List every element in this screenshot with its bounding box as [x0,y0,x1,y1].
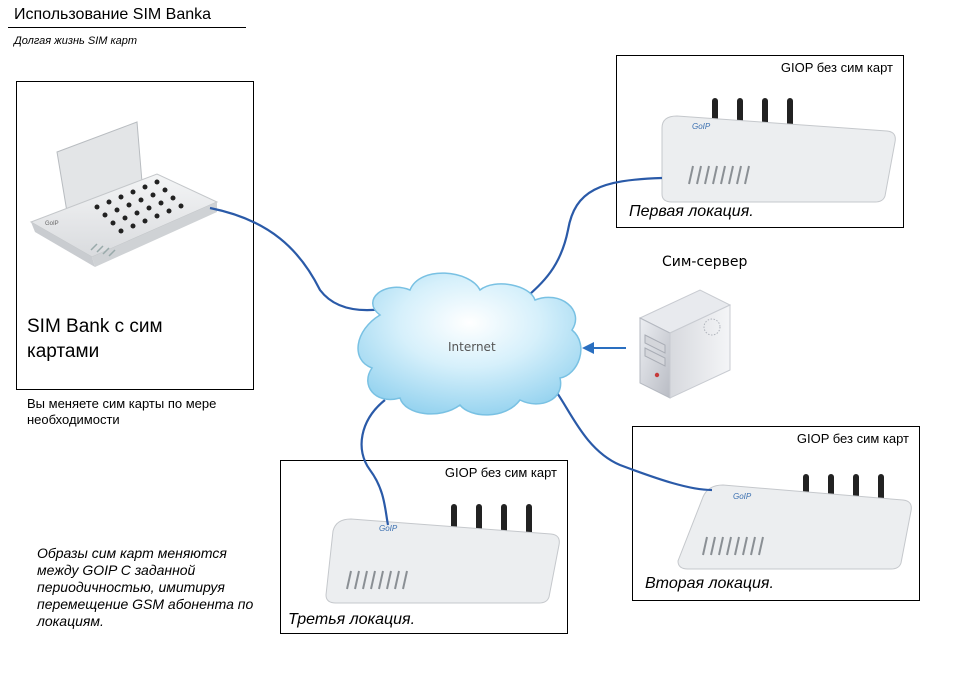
sim-bank-label: SIM Bank с сим картами [27,316,163,362]
location-caption: Первая локация. [629,203,754,220]
sim-bank-box: GoIP SIM Bank с сим картами [16,81,254,390]
server-label: Сим-сервер [662,254,748,270]
cable-location-2 [554,389,713,492]
goip-brand: GoIP [733,492,752,501]
location-box-1: GIOP без сим карт GoIP Первая локация. [616,55,904,228]
sim-server-icon [638,289,732,399]
goip-brand: GoIP [379,524,398,533]
goip-device-icon: GoIP [661,98,896,203]
cables [209,176,713,526]
footnote: Образы сим карт меняются между GOIP С за… [37,545,254,629]
location-caption: Вторая локация. [645,575,774,592]
sim-bank-device-icon: GoIP [29,121,219,267]
cable-location-3 [360,399,390,526]
internet-cloud-icon: Internet [357,272,582,416]
device-label: GIOP без сим карт [796,431,909,446]
cloud-label: Internet [448,340,496,354]
page-subtitle: Долгая жизнь SIM карт [14,35,138,47]
goip-brand: GoIP [692,122,711,131]
cable-location-1 [519,176,663,304]
location-caption: Третья локация. [288,611,416,628]
device-label: GIOP без сим карт [780,60,893,75]
sim-bank-note: Вы меняете сим карты по мере необходимос… [27,396,217,427]
location-box-3: GIOP без сим карт GoIP Третья локация. [280,460,568,634]
sim-bank-brand: GoIP [45,221,59,227]
title-divider [8,27,246,28]
location-box-2: GIOP без сим карт GoIP Вторая локация. [632,426,920,601]
goip-device-icon: GoIP [677,474,912,570]
device-label: GIOP без сим карт [444,465,557,480]
goip-device-icon: GoIP [325,504,560,604]
cable-sim-bank [209,206,384,312]
server-arrow [582,342,626,354]
page-title: Использование SIM Banka [14,6,212,23]
